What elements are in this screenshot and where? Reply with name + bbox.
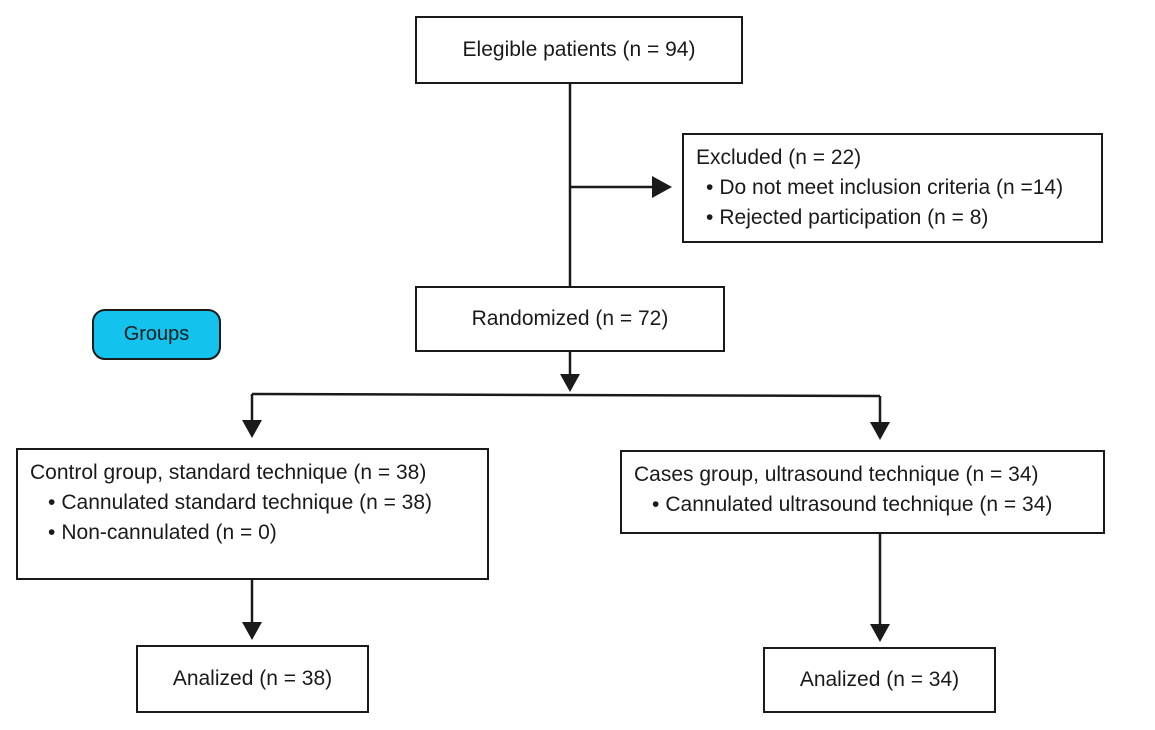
excluded-item-inclusion: Do not meet inclusion criteria (n =14) [696, 173, 1089, 203]
cases-item-cannulated: Cannulated ultrasound technique (n = 34) [634, 490, 1091, 520]
analized-cases-box: Analized (n = 34) [763, 647, 996, 713]
analized-cases-label: Analized (n = 34) [799, 668, 960, 691]
analized-control-label: Analized (n = 38) [172, 667, 333, 690]
control-group-heading: Control group, standard technique (n = 3… [30, 461, 427, 484]
excluded-heading: Excluded (n = 22) [696, 146, 862, 169]
groups-badge: Groups [92, 309, 221, 360]
excluded-item-rejected: Rejected participation (n = 8) [696, 203, 1089, 233]
control-group-box: Control group, standard technique (n = 3… [16, 448, 489, 580]
cases-group-box: Cases group, ultrasound technique (n = 3… [620, 450, 1105, 534]
arrowhead-analized-control [242, 622, 262, 640]
control-item-non-cannulated: Non-cannulated (n = 0) [30, 518, 475, 548]
arrowhead-cases [870, 422, 890, 440]
randomized-box: Randomized (n = 72) [415, 286, 725, 352]
control-item-cannulated: Cannulated standard technique (n = 38) [30, 488, 475, 518]
connector-split [251, 392, 881, 398]
arrowhead-control [242, 420, 262, 438]
excluded-box: Excluded (n = 22) Do not meet inclusion … [682, 133, 1103, 243]
cases-group-heading: Cases group, ultrasound technique (n = 3… [634, 463, 1039, 486]
arrowhead-analized-cases [870, 624, 890, 642]
analized-control-box: Analized (n = 38) [136, 645, 369, 713]
eligible-patients-label: Elegible patients (n = 94) [462, 38, 696, 61]
groups-label: Groups [123, 323, 190, 345]
eligible-patients-box: Elegible patients (n = 94) [415, 16, 743, 84]
arrowhead-randomized [560, 374, 580, 392]
randomized-label: Randomized (n = 72) [471, 307, 669, 330]
arrowhead-excluded [652, 176, 672, 198]
